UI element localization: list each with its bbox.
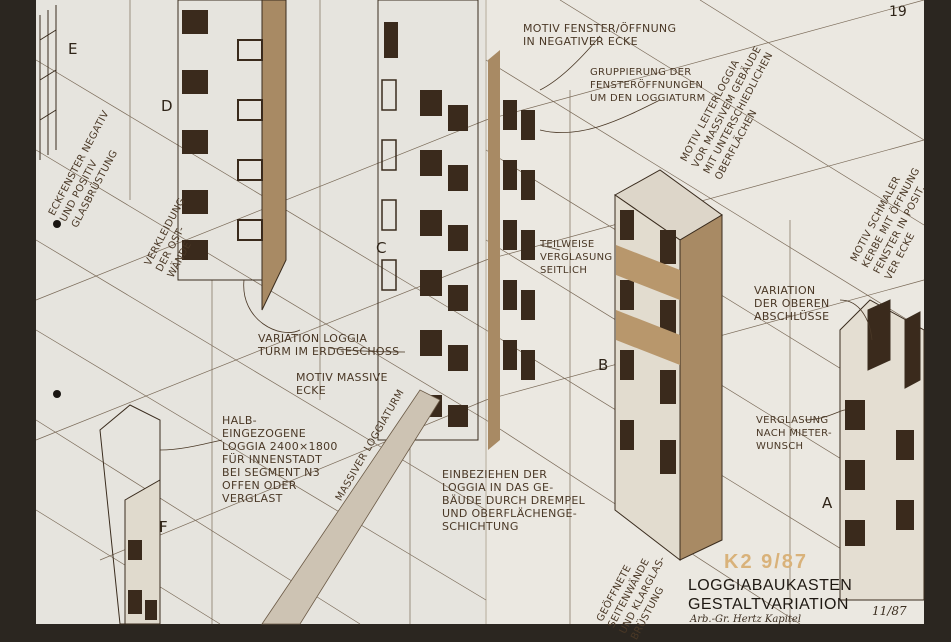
- note-gruppierung: GRUPPIERUNG DER FENSTERÖFFNUNGEN UM DEN …: [590, 67, 706, 104]
- building-a: [839, 299, 925, 601]
- building-b-loggia: [614, 169, 723, 562]
- note-motiv-fenster: MOTIV FENSTER/ÖFFNUNG IN NEGATIVER ECKE: [523, 22, 677, 48]
- note-variation-loggia: VARIATION LOGGIA TURM IM ERDGESCHOSS: [258, 332, 400, 358]
- paper-left-page: [36, 0, 486, 624]
- punch-hole-top: [53, 220, 61, 228]
- note-variation-oberen: VARIATION DER OBEREN ABSCHLÜSSE: [754, 284, 830, 323]
- note-verglasung-mieter: VERGLASUNG NACH MIETER- WUNSCH: [756, 415, 832, 452]
- note-einbeziehen: EINBEZIEHEN DER LOGGIA IN DAS GE- BÄUDE …: [442, 468, 586, 533]
- signature: Arb.-Gr. Hertz Kapitel: [690, 614, 802, 625]
- leader-lines: [159, 35, 873, 451]
- label-a: A: [822, 494, 833, 512]
- building-e: [39, 5, 57, 160]
- label-e: E: [68, 40, 78, 58]
- note-motiv-massive: MOTIV MASSIVE ECKE: [296, 371, 388, 397]
- label-b: B: [598, 356, 609, 374]
- label-c: C: [376, 239, 387, 257]
- stamp-number: K2 9/87: [724, 551, 809, 573]
- label-f: F: [159, 518, 168, 536]
- signature-date: 11/87: [872, 604, 907, 618]
- note-teilweise: TEILWEISE VERGLASUNG SEITLICH: [540, 239, 613, 276]
- title-line-2: GESTALTVARIATION: [688, 596, 849, 613]
- punch-hole-bottom: [53, 390, 61, 398]
- page-number: 19: [889, 4, 907, 20]
- building-d: [177, 0, 287, 311]
- note-halb-eingezogene: HALB- EINGEZOGENE LOGGIA 2400×1800 FÜR I…: [222, 414, 338, 505]
- building-f: [99, 404, 161, 625]
- building-b-center: [488, 50, 535, 450]
- massive-loggia-tower: [261, 389, 441, 625]
- title-line-1: LOGGIABAUKASTEN: [688, 577, 853, 594]
- label-d: D: [161, 97, 173, 115]
- building-c: [377, 0, 479, 441]
